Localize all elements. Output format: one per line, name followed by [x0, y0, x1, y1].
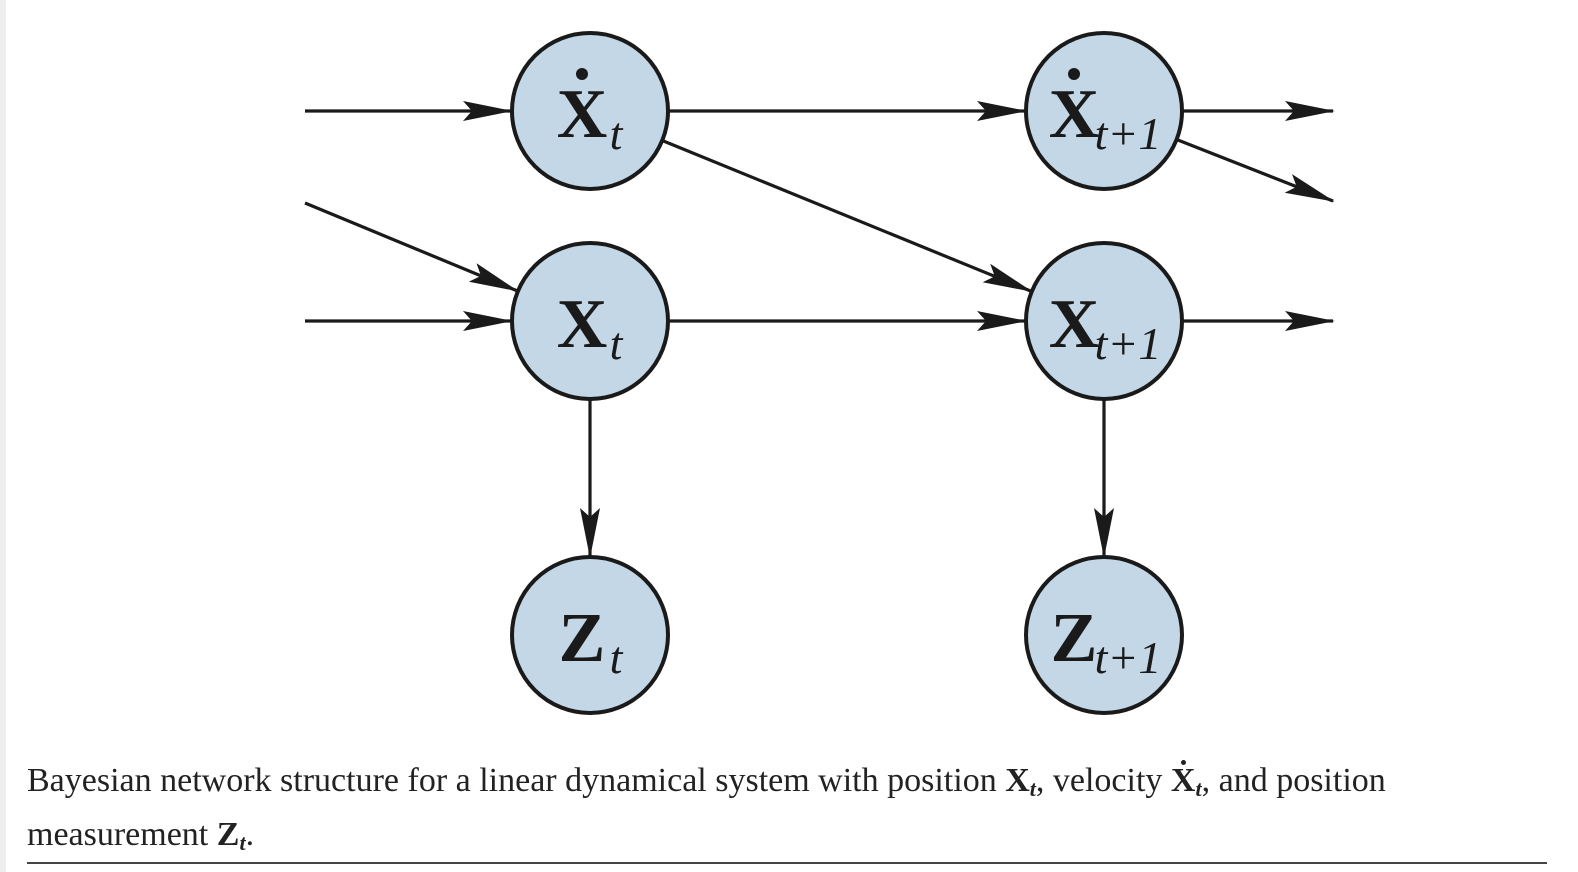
velocity-dot	[1068, 68, 1080, 80]
node-subscript: t	[610, 632, 624, 683]
caption-text-1: Bayesian network structure for a linear …	[27, 762, 1006, 799]
node-subscript: t+1	[1095, 108, 1162, 159]
edges	[304, 101, 1335, 558]
node-circle	[510, 31, 670, 191]
node-symbol: X	[1049, 76, 1100, 153]
node-circle	[1024, 241, 1184, 401]
node-vel-t1: Xt+1	[1024, 31, 1184, 191]
caption-velocity-symbol: Xt	[1171, 760, 1202, 801]
velocity-dot	[576, 68, 588, 80]
node-symbol: Z	[559, 600, 606, 677]
node-symbol: X	[1049, 286, 1100, 363]
edge-vel-t-to-pos-t1	[661, 139, 1033, 293]
edge-incoming-pos-t	[304, 201, 519, 293]
node-meas-t1: Zt+1	[1024, 555, 1184, 715]
node-circle	[1024, 31, 1184, 191]
figure-caption: Bayesian network structure for a linear …	[27, 758, 1547, 866]
node-symbol: Z	[1051, 600, 1098, 677]
node-subscript: t	[610, 108, 624, 159]
caption-measurement-symbol: Zt	[216, 816, 246, 855]
edge-outgoing-vel-t1	[1176, 138, 1335, 203]
page-edge	[0, 0, 6, 872]
caption-divider	[27, 862, 1547, 864]
node-subscript: t	[610, 318, 624, 369]
caption-position-symbol: Xt	[1005, 762, 1036, 801]
node-pos-t1: Xt+1	[1024, 241, 1184, 401]
node-circle	[510, 555, 670, 715]
caption-text-4: .	[245, 816, 255, 853]
caption-text-2: , velocity	[1035, 762, 1171, 799]
node-circle	[510, 241, 670, 401]
node-symbol: X	[557, 76, 608, 153]
node-circle	[1024, 555, 1184, 715]
caption-text-3: , and position measurement	[27, 762, 1386, 853]
node-symbol: X	[557, 286, 608, 363]
node-subscript: t+1	[1095, 318, 1162, 369]
node-subscript: t+1	[1095, 632, 1162, 683]
